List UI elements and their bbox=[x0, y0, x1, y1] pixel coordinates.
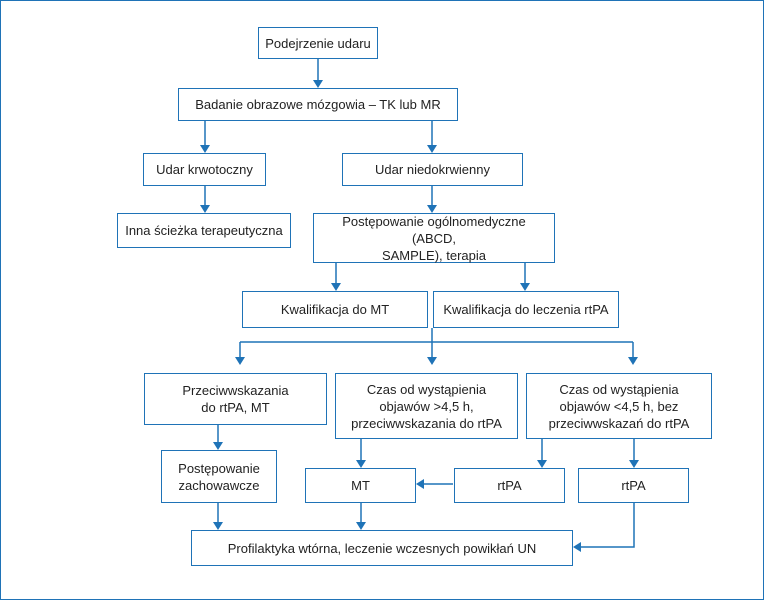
node-time-over-4-5h: Czas od wystąpienia objawów >4,5 h, prze… bbox=[335, 373, 518, 439]
arrow-time-under-to-rtpa-middle bbox=[537, 438, 547, 468]
node-rtpa-right: rtPA bbox=[578, 468, 689, 503]
node-mt: MT bbox=[305, 468, 416, 503]
arrow-rtpa-middle-to-mt bbox=[416, 479, 453, 489]
arrow-imaging-to-ischemic bbox=[427, 120, 437, 153]
distribution-bus bbox=[235, 328, 638, 365]
node-secondary-prevention: Profilaktyka wtórna, leczenie wczesnych … bbox=[191, 530, 573, 566]
node-hemorrhagic-stroke: Udar krwotoczny bbox=[143, 153, 266, 186]
arrow-imaging-to-hemorrhagic bbox=[200, 120, 210, 153]
arrow-conservative-to-prevention bbox=[213, 502, 223, 530]
node-time-under-4-5h: Czas od wystąpienia objawów <4,5 h, bez … bbox=[526, 373, 712, 439]
node-rtpa-middle: rtPA bbox=[454, 468, 565, 503]
arrow-general-to-mt-qualification bbox=[331, 262, 341, 291]
arrow-time-under-to-rtpa-right bbox=[629, 438, 639, 468]
node-brain-imaging: Badanie obrazowe mózgowia – TK lub MR bbox=[178, 88, 458, 121]
arrow-time-over-to-mt bbox=[356, 438, 366, 468]
node-rtpa-qualification: Kwalifikacja do leczenia rtPA bbox=[433, 291, 619, 328]
arrow-mt-to-prevention bbox=[356, 502, 366, 530]
arrow-contraindications-to-conservative bbox=[213, 424, 223, 450]
arrow-suspected-to-imaging bbox=[313, 58, 323, 88]
arrow-rtpa-right-to-prevention bbox=[573, 502, 635, 552]
node-other-path: Inna ścieżka terapeutyczna bbox=[117, 213, 291, 248]
arrow-hemorrhagic-to-other bbox=[200, 185, 210, 213]
arrow-ischemic-to-general bbox=[427, 185, 437, 213]
node-suspected-stroke: Podejrzenie udaru bbox=[258, 27, 378, 59]
node-general-management: Postępowanie ogólnomedyczne (ABCD, SAMPL… bbox=[313, 213, 555, 263]
node-mt-qualification: Kwalifikacja do MT bbox=[242, 291, 428, 328]
arrow-general-to-rtpa-qualification bbox=[520, 262, 530, 291]
node-contraindications: Przeciwwskazania do rtPA, MT bbox=[144, 373, 327, 425]
node-ischemic-stroke: Udar niedokrwienny bbox=[342, 153, 523, 186]
node-conservative-management: Postępowanie zachowawcze bbox=[161, 450, 277, 503]
